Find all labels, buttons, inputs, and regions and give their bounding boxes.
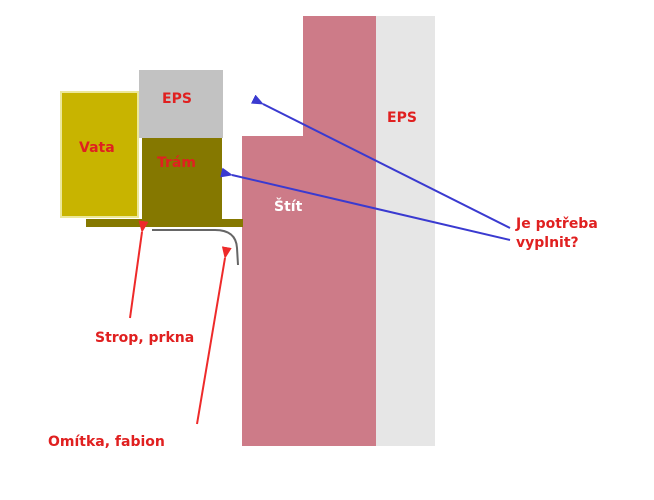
eps-insulation-small bbox=[139, 70, 223, 138]
label-question-line2: vyplnit? bbox=[516, 235, 579, 251]
blue-arrow-to-beam bbox=[220, 167, 511, 241]
gable-wall bbox=[242, 136, 304, 446]
label-vata: Vata bbox=[79, 140, 115, 156]
beam-block bbox=[142, 138, 222, 219]
label-tram: Trám bbox=[157, 155, 196, 171]
mineral-wool-block bbox=[60, 91, 139, 218]
blue-arrow-to-eps bbox=[250, 94, 511, 229]
label-strop: Strop, prkna bbox=[95, 330, 194, 346]
label-eps-large: EPS bbox=[387, 110, 417, 126]
label-question-line1: Je potřeba bbox=[515, 216, 598, 232]
red-arrow-to-plaster bbox=[196, 246, 232, 425]
label-omitka: Omítka, fabion bbox=[48, 434, 165, 450]
wall-tall bbox=[303, 16, 376, 446]
plaster-cove-curve bbox=[152, 229, 239, 266]
ceiling-boards bbox=[86, 219, 243, 227]
label-stit: Štít bbox=[274, 197, 303, 215]
label-eps-small: EPS bbox=[162, 91, 192, 107]
red-arrow-to-ceiling bbox=[129, 220, 149, 319]
eps-insulation-large bbox=[375, 16, 435, 446]
